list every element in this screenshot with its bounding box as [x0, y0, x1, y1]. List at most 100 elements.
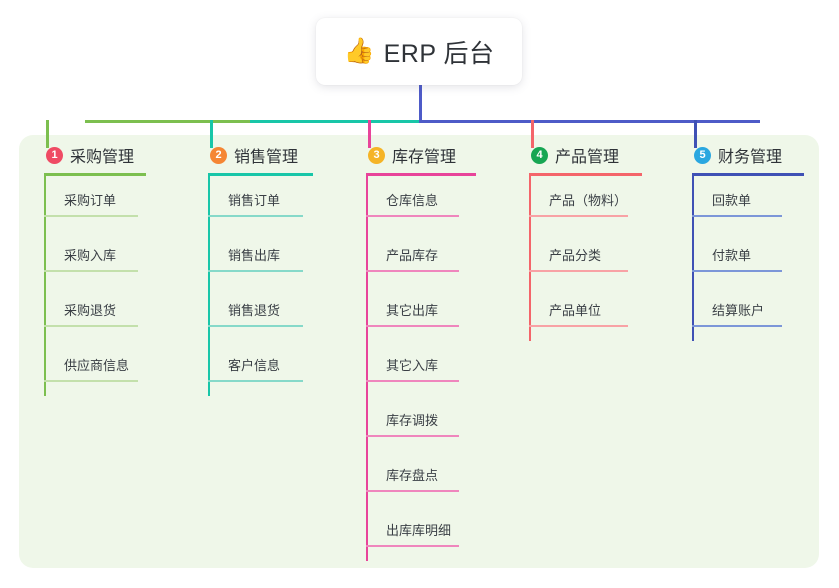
list-item-rule [366, 545, 459, 547]
drop-line-5 [694, 120, 697, 148]
list-item[interactable]: 回款单 [692, 176, 804, 231]
column-财务管理: 5 财务管理回款单付款单结算账户 [692, 142, 804, 341]
list-item[interactable]: 采购入库 [44, 231, 146, 286]
list-item-label: 产品单位 [549, 303, 602, 318]
column-title: 采购管理 [70, 149, 135, 166]
list-item[interactable]: 产品分类 [529, 231, 642, 286]
list-item-label: 采购入库 [64, 248, 117, 263]
list-item[interactable]: 销售退货 [208, 286, 313, 341]
column-stem [44, 176, 46, 396]
column-产品管理: 4 产品管理产品（物料） 产品分类产品单位 [529, 142, 642, 341]
column-header-1[interactable]: 1 采购管理 [44, 142, 146, 168]
column-库存管理: 3 库存管理仓库信息产品库存其它出库其它入库库存调拨库存盘点出库库明细 [366, 142, 476, 561]
list-item-label: 仓库信息 [386, 193, 439, 208]
list-item-label: 销售出库 [228, 248, 281, 263]
column-header-2[interactable]: 2 销售管理 [208, 142, 313, 168]
list-item-rule [692, 215, 782, 217]
column-title: 财务管理 [718, 149, 783, 166]
list-item[interactable]: 产品库存 [366, 231, 476, 286]
number-badge-5: 5 [694, 146, 711, 164]
list-item[interactable]: 仓库信息 [366, 176, 476, 231]
trunk-stem [419, 85, 422, 123]
list-item-label: 出库库明细 [386, 523, 452, 538]
list-item[interactable]: 库存盘点 [366, 451, 476, 506]
column-title: 销售管理 [234, 149, 299, 166]
column-stem [366, 176, 368, 561]
list-item[interactable]: 客户信息 [208, 341, 313, 396]
list-item-rule [208, 215, 303, 217]
column-header-5[interactable]: 5 财务管理 [692, 142, 804, 168]
list-item-label: 客户信息 [228, 358, 281, 373]
root-title: ERP 后台 [383, 39, 495, 68]
thumbs-up-icon: 👍 [343, 37, 375, 65]
column-header-rule [692, 173, 804, 176]
list-item[interactable]: 结算账户 [692, 286, 804, 341]
list-item-rule [529, 270, 628, 272]
list-item-label: 其它出库 [386, 303, 439, 318]
list-item[interactable]: 产品单位 [529, 286, 642, 341]
diagram-panel [19, 135, 819, 568]
list-item-rule [44, 380, 138, 382]
list-item[interactable]: 产品（物料） [529, 176, 642, 231]
column-title: 产品管理 [555, 149, 620, 166]
list-item-rule [366, 490, 459, 492]
list-item-label: 采购退货 [64, 303, 117, 318]
root-node-card[interactable]: 👍 ERP 后台 [316, 18, 522, 85]
column-header-3[interactable]: 3 库存管理 [366, 142, 476, 168]
column-stem [529, 176, 531, 341]
list-item-label: 产品分类 [549, 248, 602, 263]
child-list: 销售订单销售出库销售退货客户信息 [208, 176, 313, 396]
list-item[interactable]: 其它入库 [366, 341, 476, 396]
column-采购管理: 1 采购管理采购订单采购入库采购退货供应商信息 [44, 142, 146, 396]
number-badge-4: 4 [531, 146, 548, 164]
list-item-label: 产品（物料） [549, 193, 628, 208]
drop-line-4 [531, 120, 534, 148]
list-item-rule [208, 380, 303, 382]
number-badge-2: 2 [210, 146, 227, 164]
child-list: 回款单付款单结算账户 [692, 176, 804, 341]
list-item[interactable]: 库存调拨 [366, 396, 476, 451]
list-item[interactable]: 出库库明细 [366, 506, 476, 561]
list-item-rule [44, 270, 138, 272]
list-item[interactable]: 供应商信息 [44, 341, 146, 396]
list-item-label: 采购订单 [64, 193, 117, 208]
column-header-rule [44, 173, 146, 176]
list-item[interactable]: 销售出库 [208, 231, 313, 286]
number-badge-1: 1 [46, 146, 63, 164]
list-item-rule [44, 325, 138, 327]
column-stem [208, 176, 210, 396]
drop-line-3 [368, 120, 371, 148]
column-header-4[interactable]: 4 产品管理 [529, 142, 642, 168]
list-item[interactable]: 采购订单 [44, 176, 146, 231]
list-item-label: 销售退货 [228, 303, 281, 318]
list-item-rule [208, 325, 303, 327]
list-item-label: 供应商信息 [64, 358, 130, 373]
list-item-rule [366, 270, 459, 272]
column-销售管理: 2 销售管理销售订单销售出库销售退货客户信息 [208, 142, 313, 396]
bus-segment-2 [250, 120, 420, 123]
list-item[interactable]: 销售订单 [208, 176, 313, 231]
list-item-label: 其它入库 [386, 358, 439, 373]
bus-segment-3 [420, 120, 760, 123]
child-list: 产品（物料） 产品分类产品单位 [529, 176, 642, 341]
list-item-rule [208, 270, 303, 272]
column-stem [692, 176, 694, 341]
child-list: 仓库信息产品库存其它出库其它入库库存调拨库存盘点出库库明细 [366, 176, 476, 561]
list-item-rule [366, 435, 459, 437]
column-header-rule [529, 173, 642, 176]
bus-segment-1 [85, 120, 250, 123]
number-badge-3: 3 [368, 146, 385, 164]
child-list: 采购订单采购入库采购退货供应商信息 [44, 176, 146, 396]
drop-line-1 [46, 120, 49, 148]
list-item-rule [692, 325, 782, 327]
list-item-label: 结算账户 [712, 303, 765, 318]
list-item-rule [366, 325, 459, 327]
list-item[interactable]: 付款单 [692, 231, 804, 286]
list-item-label: 产品库存 [386, 248, 439, 263]
list-item[interactable]: 采购退货 [44, 286, 146, 341]
list-item-rule [44, 215, 138, 217]
list-item[interactable]: 其它出库 [366, 286, 476, 341]
column-header-rule [366, 173, 476, 176]
list-item-label: 付款单 [712, 248, 752, 263]
column-title: 库存管理 [392, 149, 457, 166]
